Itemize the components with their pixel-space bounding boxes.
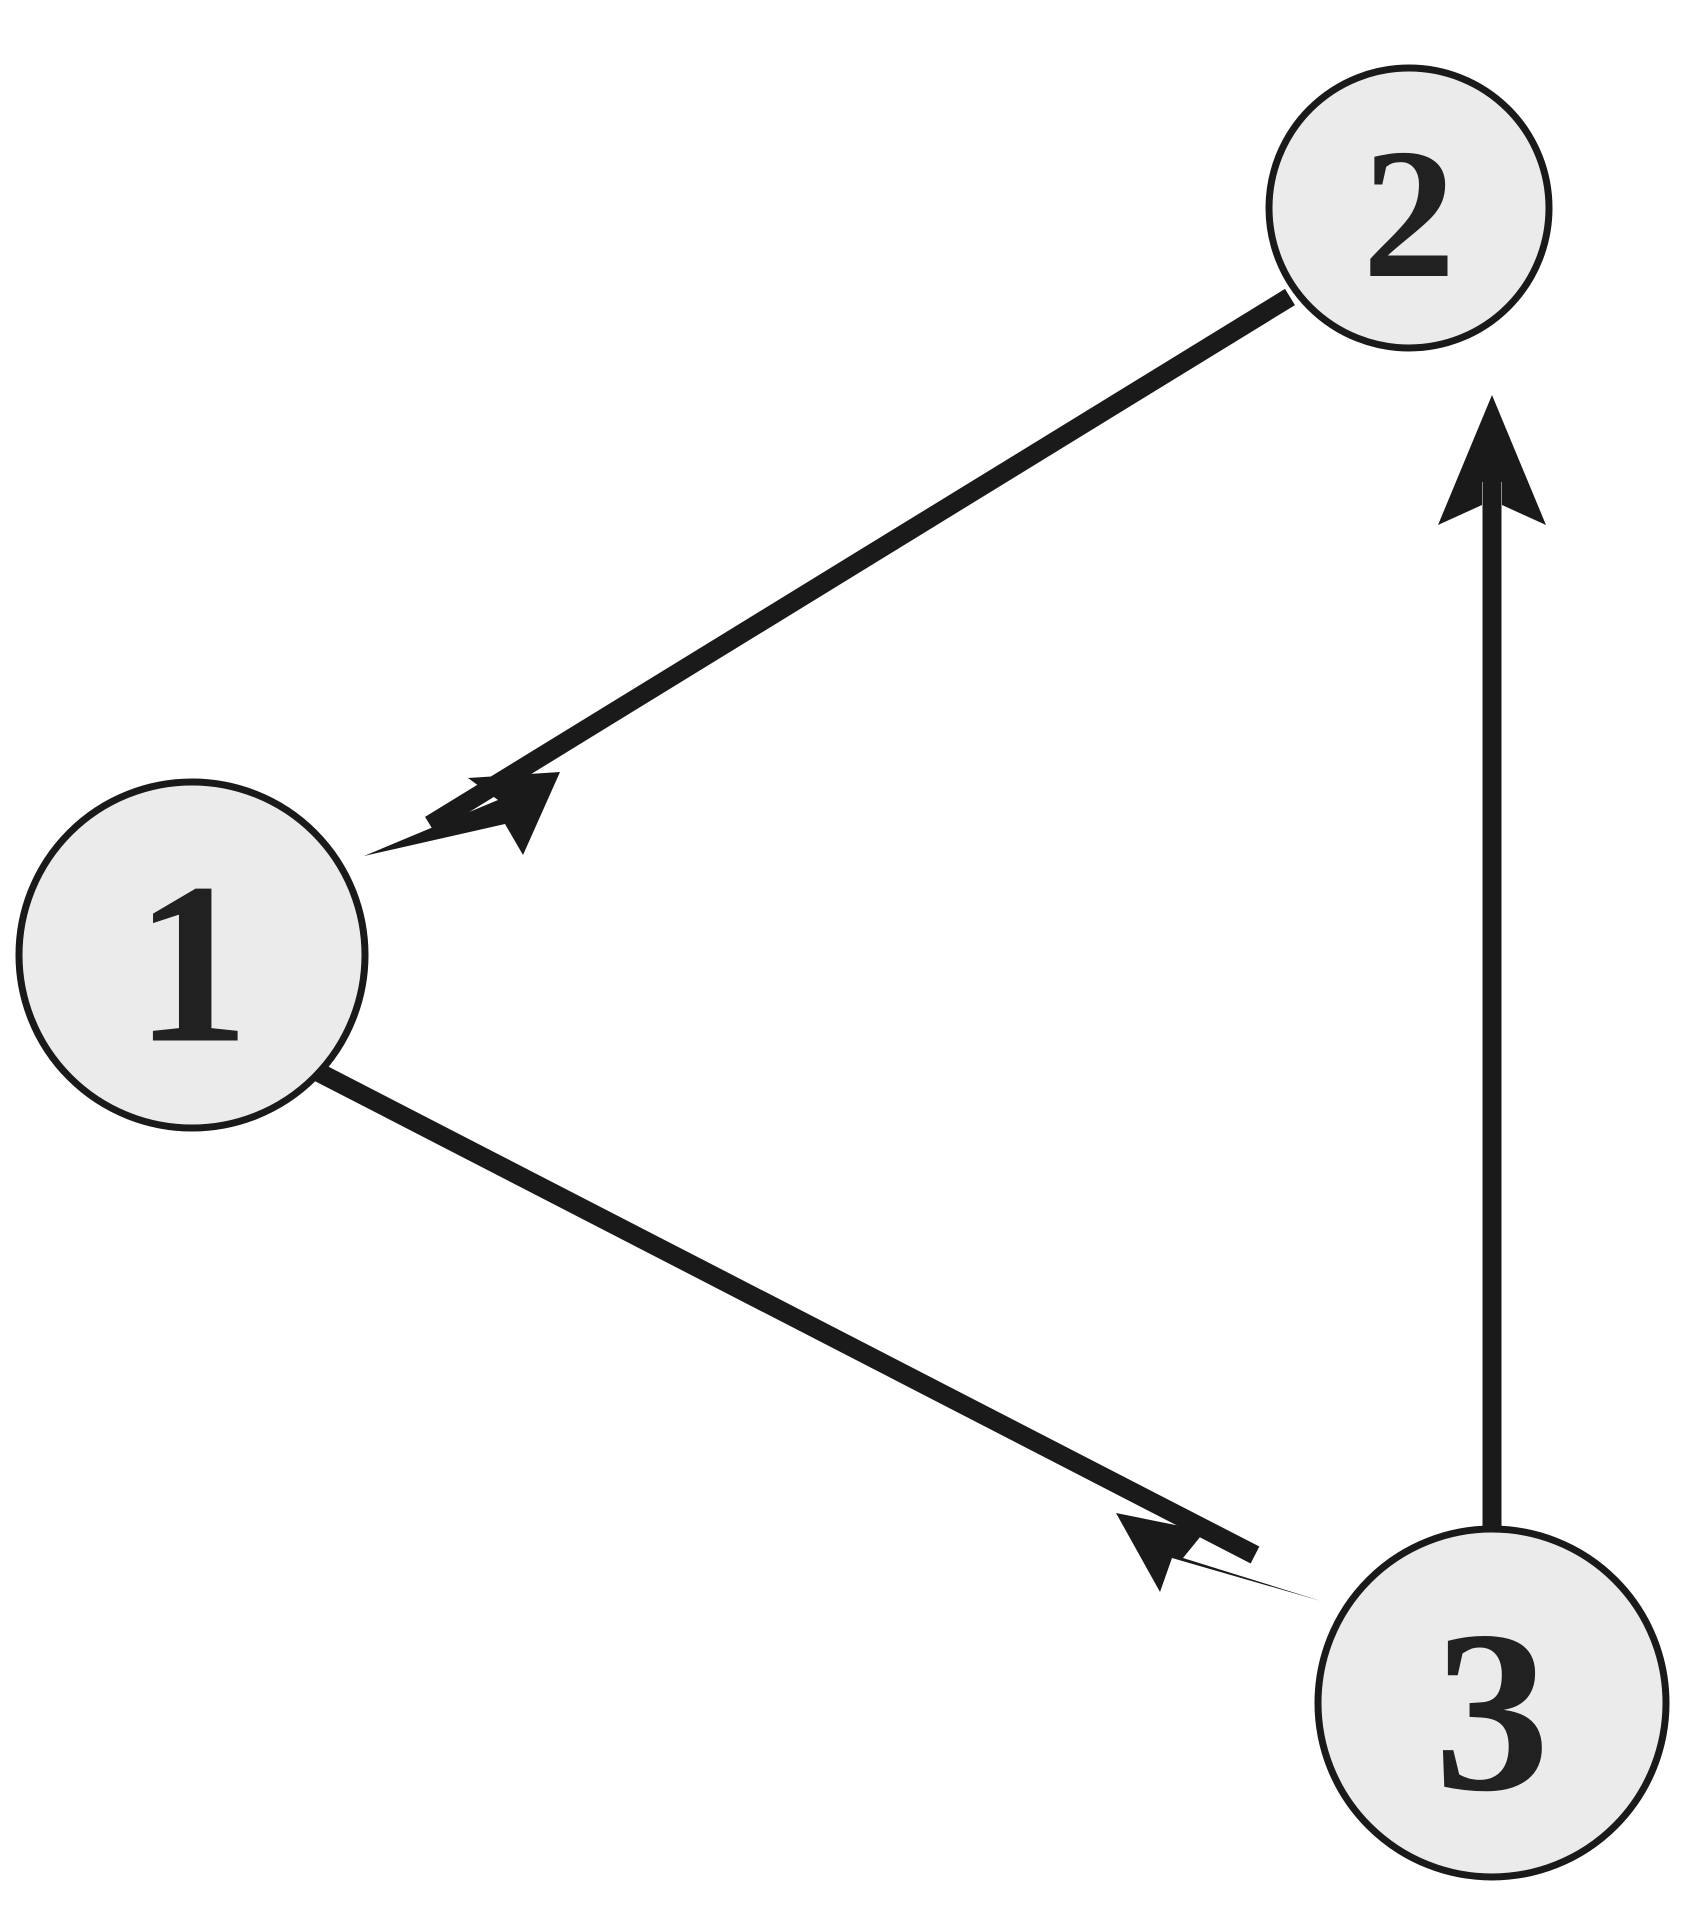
node-2-circle <box>1265 64 1553 352</box>
edge-2-to-1-line <box>425 288 1295 834</box>
edge-2-to-1[interactable] <box>364 288 1295 856</box>
node-3[interactable]: 3 <box>1314 1525 1670 1881</box>
edge-2-to-1-arrowhead <box>364 772 560 856</box>
node-2-label: 2 <box>1363 111 1456 317</box>
edge-1-to-3[interactable] <box>313 1063 1321 1601</box>
edge-3-to-2-arrowhead <box>1438 395 1546 525</box>
edge-3-to-2[interactable] <box>1438 395 1546 1530</box>
node-1-circle <box>15 778 369 1132</box>
node-layer: 1 2 3 <box>15 64 1670 1881</box>
edge-1-to-3-arrowhead <box>1116 1513 1321 1601</box>
node-3-circle <box>1314 1525 1670 1881</box>
edge-1-to-3-line <box>313 1063 1260 1564</box>
node-1[interactable]: 1 <box>15 778 369 1132</box>
node-2[interactable]: 2 <box>1265 64 1553 352</box>
node-1-label: 1 <box>135 836 250 1091</box>
edge-layer <box>313 288 1546 1601</box>
node-3-label: 3 <box>1434 1583 1550 1839</box>
